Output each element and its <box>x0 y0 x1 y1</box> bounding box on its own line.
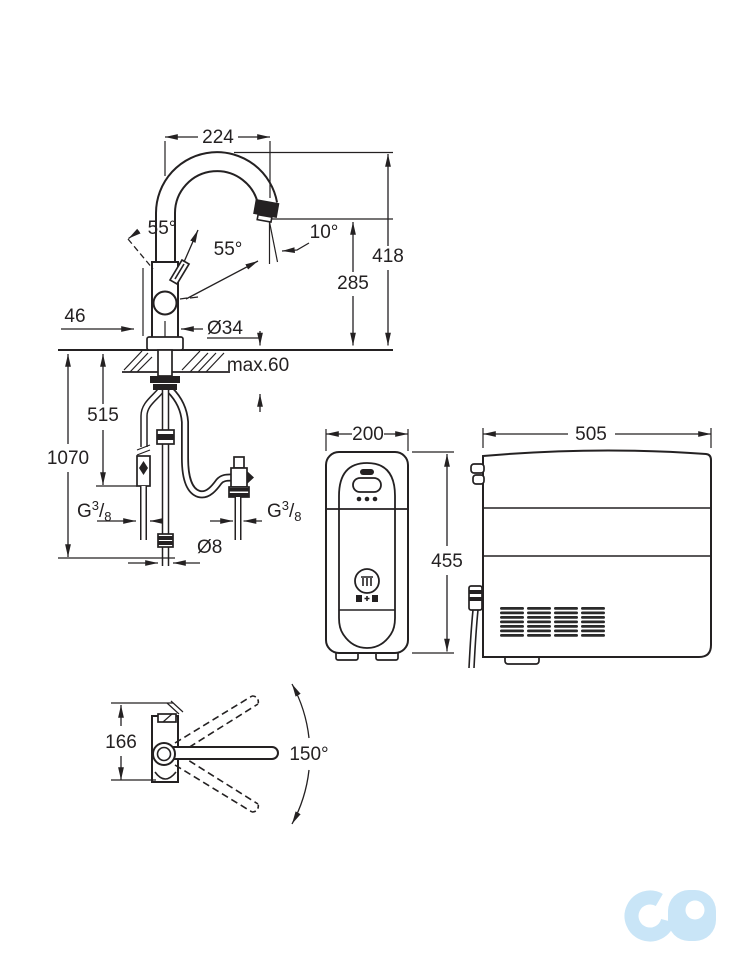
svg-text:224: 224 <box>202 127 234 148</box>
top-view-pivot-outer <box>152 742 176 766</box>
dim-cooler-width: 200 <box>325 424 409 451</box>
dim-hose-1070: 1070 <box>47 354 89 557</box>
svg-text:G3/8: G3/8 <box>77 498 112 524</box>
check-valve <box>136 455 151 540</box>
dim-cooler-height: 455 <box>412 451 463 654</box>
svg-text:200: 200 <box>352 424 384 445</box>
countertop-section <box>58 349 393 373</box>
dim-body-depth: 166 <box>105 702 173 781</box>
mounting-nut <box>150 376 180 390</box>
faucet-side-view: 55° 55° 10° 224 418 <box>47 127 404 566</box>
grohe-blue-dial-icon <box>354 568 380 594</box>
svg-text:285: 285 <box>337 273 369 294</box>
svg-text:1070: 1070 <box>47 448 89 469</box>
aerator <box>253 199 280 223</box>
dim-total-height: 418 <box>372 154 404 346</box>
svg-text:max.60: max.60 <box>227 355 289 376</box>
svg-text:505: 505 <box>575 424 607 445</box>
counter-hatch-left <box>123 350 153 373</box>
vent-grille-icon <box>500 607 606 638</box>
faucet-top-view: 166 150° <box>105 683 329 825</box>
dim-lever-angle-right: 55° <box>185 239 259 300</box>
hose-break-marks <box>136 444 151 456</box>
svg-text:418: 418 <box>372 246 404 267</box>
dim-max-counter: max.60 <box>227 331 289 412</box>
angle-valve <box>228 456 254 540</box>
svg-text:55°: 55° <box>148 218 177 239</box>
status-light-icon <box>360 469 374 475</box>
water-stream-line <box>268 221 279 263</box>
dim-cooler-depth: 505 <box>482 424 712 448</box>
svg-text:Ø34: Ø34 <box>207 318 243 339</box>
water-co2-badge-icon <box>356 595 378 602</box>
hose-fittings <box>156 429 175 548</box>
power-cable-icon <box>468 585 483 669</box>
cooler-side-seams <box>483 507 711 557</box>
counter-hatch-right <box>181 350 225 373</box>
cooler-front-view: 200 455 <box>325 424 463 661</box>
dim-spout-angle: 10° <box>281 222 339 254</box>
cooler-side-outline <box>482 449 712 658</box>
svg-text:150°: 150° <box>289 744 328 765</box>
lever-alt-position-line <box>127 238 154 270</box>
brand-watermark-icon <box>624 890 716 942</box>
spout-swivel-ghost <box>174 695 260 813</box>
indicator-dots-icon <box>356 496 378 502</box>
cooler-side-view: 505 <box>468 424 712 669</box>
dim-outlet-height: 285 <box>337 222 369 346</box>
button-oval-icon <box>352 477 382 493</box>
dim-spout-reach: 224 <box>164 127 271 198</box>
base-escutcheon <box>146 336 184 351</box>
dim-hose-diameter: Ø8 <box>128 537 222 566</box>
tailpiece <box>157 349 173 377</box>
svg-text:10°: 10° <box>310 222 339 243</box>
svg-text:55°: 55° <box>214 239 243 260</box>
faucet-dial <box>152 290 178 316</box>
dim-hose-515: 515 <box>87 354 137 487</box>
svg-text:46: 46 <box>64 306 85 327</box>
hose-connectors-icon <box>470 463 485 485</box>
top-view-spout <box>167 746 279 760</box>
svg-text:455: 455 <box>431 551 463 572</box>
svg-text:166: 166 <box>105 732 137 753</box>
faucet-lever <box>168 258 191 286</box>
svg-text:Ø8: Ø8 <box>197 537 222 558</box>
thread-label-right: G3/8 <box>210 498 302 524</box>
faucet-spout <box>155 151 279 263</box>
top-view-pivot-inner <box>156 746 172 762</box>
dial-axis-ticks <box>179 296 199 300</box>
thread-label-left: G3/8 <box>77 498 163 524</box>
svg-text:G3/8: G3/8 <box>267 498 302 524</box>
cooler-front-outline <box>325 451 409 654</box>
top-view-lever <box>157 700 184 723</box>
dim-swivel-angle: 150° <box>289 683 329 825</box>
dim-body-diameter: Ø34 <box>164 318 260 339</box>
cooler-front-panel <box>338 462 396 649</box>
top-view-base-arc <box>154 771 177 780</box>
dim-rear-offset: 46 <box>61 268 144 336</box>
dim-lever-angle-left: 55° <box>128 218 199 263</box>
svg-text:515: 515 <box>87 405 119 426</box>
